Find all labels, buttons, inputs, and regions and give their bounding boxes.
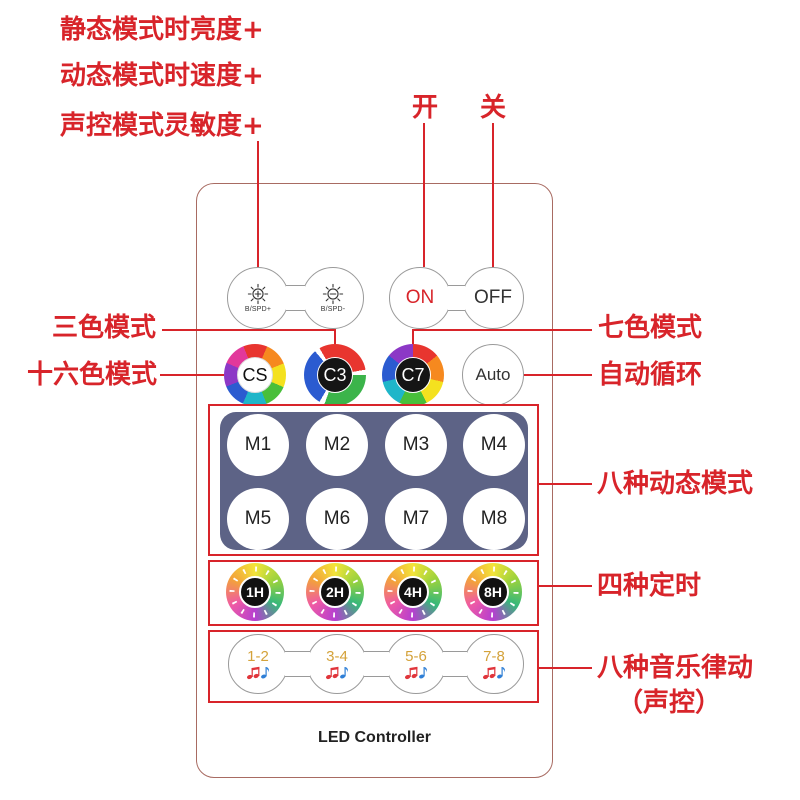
annotation-sound-sensitivity: 声控模式灵敏度+ bbox=[60, 111, 264, 141]
mode-m1-button[interactable]: M1 bbox=[227, 414, 289, 476]
power-off-button[interactable]: OFF bbox=[462, 267, 524, 329]
brightness-down-label: B/SPD- bbox=[320, 305, 346, 313]
three-color-button[interactable]: C3 bbox=[304, 344, 366, 406]
mode-m6-button[interactable]: M6 bbox=[306, 488, 368, 550]
music-notes-icon bbox=[325, 666, 349, 679]
timer-2h-button[interactable]: 2H bbox=[306, 563, 364, 621]
key-bridge bbox=[364, 651, 389, 677]
brightness-up-label: B/SPD+ bbox=[244, 305, 272, 313]
auto-cycle-button[interactable]: Auto bbox=[462, 344, 524, 406]
power-off-label: OFF bbox=[474, 287, 512, 308]
annotation-three-color: 三色模式 bbox=[52, 313, 157, 343]
seven-color-button[interactable]: C7 bbox=[382, 344, 444, 406]
music-7-8-button[interactable]: 7-8 bbox=[464, 634, 524, 694]
mode-m2-button[interactable]: M2 bbox=[306, 414, 368, 476]
timer-1h-button[interactable]: 1H bbox=[226, 563, 284, 621]
key-bridge bbox=[448, 285, 465, 311]
dial-ring-icon bbox=[309, 566, 361, 618]
annotation-music-modes-sub: （声控） bbox=[617, 688, 722, 718]
sixteen-color-label: CS bbox=[237, 357, 273, 393]
music-7-8-label: 7-8 bbox=[483, 647, 505, 665]
annotation-timers: 四种定时 bbox=[597, 571, 702, 601]
music-notes-icon bbox=[246, 666, 270, 679]
annotation-sixteen-color: 十六色模式 bbox=[27, 360, 158, 390]
key-bridge bbox=[286, 285, 305, 311]
annotation-static-brightness: 静态模式时亮度+ bbox=[60, 15, 264, 45]
annotation-off: 关 bbox=[480, 93, 507, 123]
music-5-6-button[interactable]: 5-6 bbox=[386, 634, 446, 694]
music-notes-icon bbox=[482, 666, 506, 679]
key-bridge bbox=[285, 651, 310, 677]
music-3-4-button[interactable]: 3-4 bbox=[307, 634, 367, 694]
music-5-6-label: 5-6 bbox=[405, 647, 427, 665]
remote-brand-label: LED Controller bbox=[318, 729, 431, 746]
annotation-on: 开 bbox=[412, 93, 439, 123]
annotation-music-modes: 八种音乐律动 bbox=[597, 653, 754, 683]
brightness-up-button[interactable]: B/SPD+ bbox=[227, 267, 289, 329]
dial-ring-icon bbox=[229, 566, 281, 618]
mode-m7-button[interactable]: M7 bbox=[385, 488, 447, 550]
timer-4h-button[interactable]: 4H bbox=[384, 563, 442, 621]
mode-m4-button[interactable]: M4 bbox=[463, 414, 525, 476]
sun-minus-icon bbox=[322, 283, 344, 304]
dial-ring-icon bbox=[467, 566, 519, 618]
music-3-4-label: 3-4 bbox=[326, 647, 348, 665]
annotation-auto-cycle: 自动循环 bbox=[598, 360, 703, 390]
annotation-dynamic-modes: 八种动态模式 bbox=[597, 469, 754, 499]
timer-4h-label: 4H bbox=[397, 576, 429, 608]
sun-plus-icon bbox=[247, 283, 269, 304]
timer-1h-label: 1H bbox=[239, 576, 271, 608]
mode-m5-button[interactable]: M5 bbox=[227, 488, 289, 550]
sixteen-color-button[interactable]: CS bbox=[224, 344, 286, 406]
three-color-label: C3 bbox=[317, 357, 353, 393]
timer-2h-label: 2H bbox=[319, 576, 351, 608]
music-notes-icon bbox=[404, 666, 428, 679]
mode-m8-button[interactable]: M8 bbox=[463, 488, 525, 550]
seven-color-label: C7 bbox=[395, 357, 431, 393]
music-1-2-label: 1-2 bbox=[247, 647, 269, 665]
power-on-button[interactable]: ON bbox=[389, 267, 451, 329]
auto-cycle-label: Auto bbox=[475, 365, 511, 384]
key-bridge bbox=[443, 651, 467, 677]
annotation-seven-color: 七色模式 bbox=[598, 313, 703, 343]
power-on-label: ON bbox=[405, 287, 435, 308]
dial-ring-icon bbox=[387, 566, 439, 618]
annotation-dynamic-speed: 动态模式时速度+ bbox=[60, 61, 264, 91]
timer-8h-label: 8H bbox=[477, 576, 509, 608]
mode-m3-button[interactable]: M3 bbox=[385, 414, 447, 476]
brightness-down-button[interactable]: B/SPD- bbox=[302, 267, 364, 329]
music-1-2-button[interactable]: 1-2 bbox=[228, 634, 288, 694]
timer-8h-button[interactable]: 8H bbox=[464, 563, 522, 621]
